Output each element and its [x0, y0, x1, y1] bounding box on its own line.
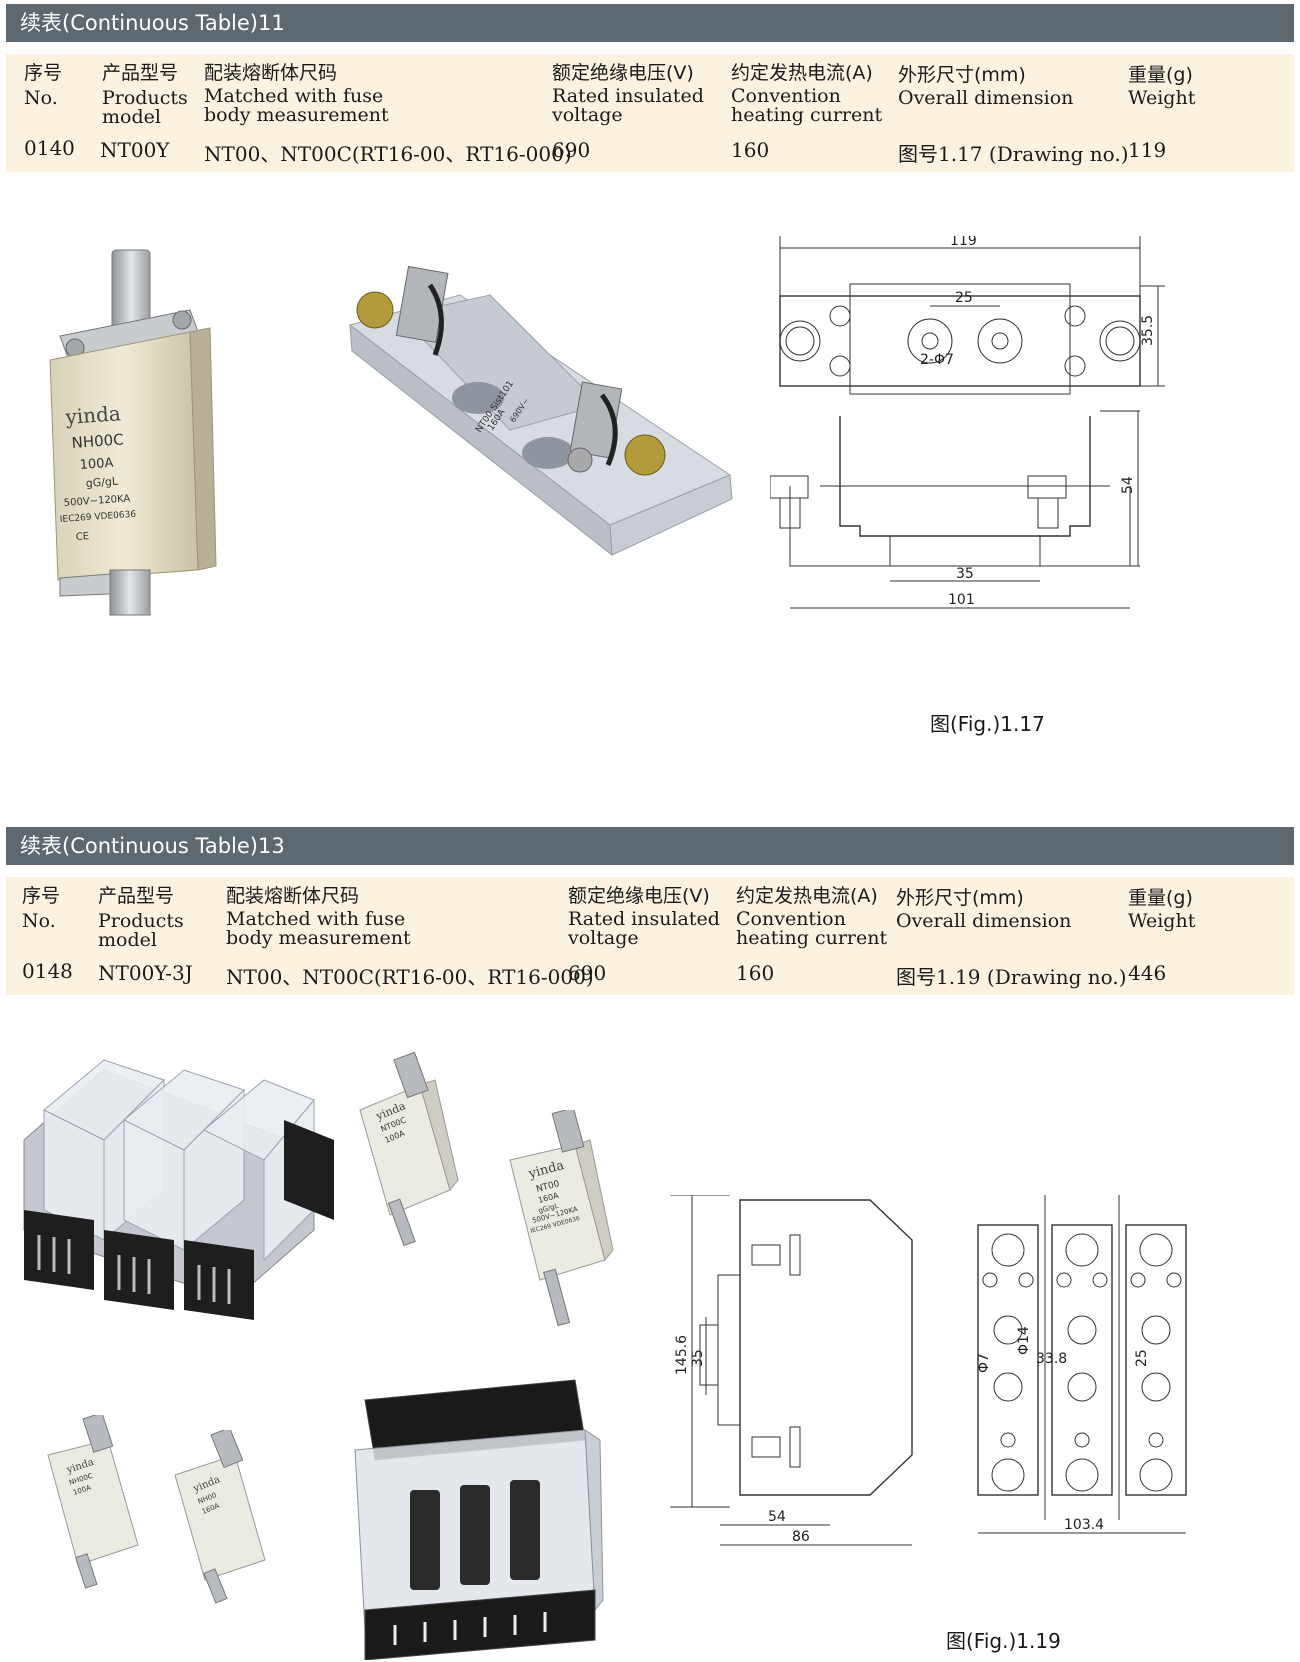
fuse-ce-label: CE: [75, 531, 89, 543]
section1-header-bar: 续表(Continuous Table)11: [6, 4, 1294, 42]
col-model-header: 产品型号 Products model: [98, 885, 184, 951]
fuse-type-label: NH00C: [71, 430, 124, 452]
caption-fig-1-17: 图(Fig.)1.17: [930, 712, 1045, 736]
dim-103-4: 103.4: [1064, 1517, 1104, 1533]
col-voltage-header: 额定绝缘电压(V) Rated insulated voltage: [568, 885, 720, 949]
row-dimension: 图号1.17 (Drawing no.): [898, 142, 1129, 166]
dim-35-side: 35: [690, 1349, 706, 1367]
row-model: NT00Y-3J: [98, 961, 193, 985]
three-pole-base-photo: [23, 1059, 334, 1320]
caption-fig-1-19: 图(Fig.)1.19: [946, 1629, 1061, 1653]
col-model-header: 产品型号 Products model: [102, 62, 188, 128]
col-dimension-header: 外形尺寸(mm) Overall dimension: [896, 887, 1072, 932]
fuse-nt00-photo: yinda NT00 160A gG/gL 500V~120KA IEC269 …: [509, 1110, 614, 1327]
dim-phi7: Φ7: [976, 1353, 992, 1373]
col-voltage-header: 额定绝缘电压(V) Rated insulated voltage: [552, 62, 704, 126]
dim-54: 54: [1120, 476, 1136, 494]
fuse-nh00c-photo: yinda NH00C 100A gG/gL 500V~120KA IEC269…: [49, 249, 217, 616]
section1-spec-table: 序号 No. 产品型号 Products model 配装熔断体尺码 Match…: [6, 54, 1294, 172]
row-dimension: 图号1.19 (Drawing no.): [896, 965, 1127, 989]
fuse-rating-label: 100A: [79, 456, 114, 473]
col-weight-header: 重量(g) Weight: [1128, 887, 1196, 932]
dim-119: 119: [950, 236, 977, 249]
row-voltage: 690: [552, 138, 591, 162]
dim-hole: 2-Φ7: [920, 352, 954, 368]
dim-35-bottom: 35: [956, 566, 974, 582]
section2-header-title: 续表(Continuous Table)13: [20, 834, 285, 858]
dim-35-5: 35.5: [1140, 315, 1156, 346]
row-weight: 119: [1128, 138, 1167, 162]
fuse-nh00c-small-photo: yinda NH00C 100A: [47, 1415, 139, 1589]
covered-switch-photo: [354, 1379, 604, 1660]
row-current: 160: [731, 138, 770, 162]
fuse-range-label: 500V~120KA: [63, 493, 130, 509]
col-dimension-header: 外形尺寸(mm) Overall dimension: [898, 64, 1074, 109]
col-fuse-header: 配装熔断体尺码 Matched with fuse body measureme…: [204, 62, 389, 126]
col-current-header: 约定发热电流(A) Convention heating current: [731, 62, 883, 126]
dim-25-top: 25: [955, 290, 973, 306]
row-weight: 446: [1128, 961, 1167, 985]
row-no: 0148: [22, 959, 73, 983]
fuse-brand-label: yinda: [64, 401, 122, 429]
col-no-header: 序号 No.: [22, 885, 61, 932]
row-model: NT00Y: [100, 138, 170, 162]
drawing-fig-1-17: 119 25 2-Φ7 35.5 35 101 54: [770, 236, 1165, 609]
section2-header-bar: 续表(Continuous Table)13: [6, 827, 1294, 865]
fuse-nt00c-photo: yinda NT00C 100A: [359, 1051, 459, 1247]
fuse-nh00-small-photo: yinda NH00 160A: [174, 1430, 266, 1604]
drawing-fig-1-19-side: 145.6 35 54 86: [670, 1195, 913, 1546]
row-voltage: 690: [568, 961, 607, 985]
dim-25-front: 25: [1134, 1349, 1150, 1367]
row-no: 0140: [24, 136, 75, 160]
col-current-header: 约定发热电流(A) Convention heating current: [736, 885, 888, 949]
section2-spec-table: 序号 No. 产品型号 Products model 配装熔断体尺码 Match…: [6, 877, 1294, 995]
row-fuse: NT00、NT00C(RT16-00、RT16-000): [226, 965, 594, 989]
dim-phi14: Φ14: [1016, 1326, 1032, 1355]
dim-145-6: 145.6: [674, 1335, 690, 1375]
fuse-base-photo: NT00 Sist101 160A 690V~: [348, 265, 733, 557]
drawing-fig-1-19-front: Φ7 Φ14 33.8 25 103.4: [976, 1195, 1187, 1534]
fuse-class-label: gG/gL: [85, 475, 119, 490]
row-current: 160: [736, 961, 775, 985]
dim-86: 86: [792, 1529, 810, 1545]
dim-33-8: 33.8: [1036, 1351, 1067, 1367]
col-fuse-header: 配装熔断体尺码 Matched with fuse body measureme…: [226, 885, 411, 949]
dim-54-side: 54: [768, 1509, 786, 1525]
col-weight-header: 重量(g) Weight: [1128, 64, 1196, 109]
dim-101: 101: [948, 592, 975, 608]
row-fuse: NT00、NT00C(RT16-00、RT16-000): [204, 142, 572, 166]
section1-header-title: 续表(Continuous Table)11: [20, 11, 285, 35]
col-no-header: 序号 No.: [24, 62, 63, 109]
